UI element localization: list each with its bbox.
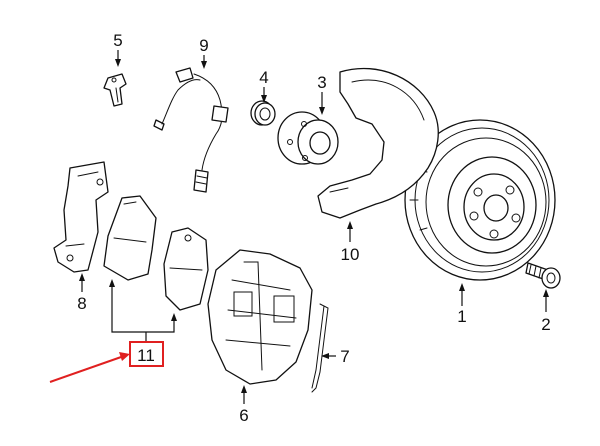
callout-4: 4: [259, 68, 268, 87]
callout-3: 3: [317, 73, 326, 92]
arrowhead-7: [321, 353, 329, 359]
callout-2: 2: [541, 315, 550, 334]
arrowhead-3: [319, 107, 325, 115]
highlight-arrow-shaft: [49, 355, 125, 383]
brake-rotor: [404, 119, 556, 281]
arrowhead-8: [79, 273, 85, 281]
callout-7: 7: [340, 347, 349, 366]
leader-11: [111, 282, 175, 342]
highlight-arrowhead: [119, 352, 130, 361]
arrowhead-10: [347, 221, 353, 229]
brake-pad-inner: [103, 195, 157, 281]
brake-pad-outer: [163, 227, 209, 311]
dust-shield: [317, 67, 439, 219]
callout-6: 6: [239, 406, 248, 425]
wheel-speed-sensor: [103, 73, 127, 107]
arrowhead-11a: [109, 279, 115, 287]
brake-hose: [153, 67, 229, 193]
arrowhead-11b: [171, 313, 177, 321]
callout-10: 10: [341, 245, 360, 264]
arrowhead-2: [543, 289, 549, 297]
callout-1: 1: [457, 307, 466, 326]
caliper-bracket: [53, 161, 109, 273]
brake-caliper: [207, 249, 313, 385]
callout-9: 9: [199, 36, 208, 55]
seal-ring: [250, 100, 276, 126]
arrowhead-5: [115, 59, 121, 67]
callout-8: 8: [77, 294, 86, 313]
spring-clip: [311, 303, 329, 393]
arrowhead-4: [261, 95, 267, 103]
wheel-hub: [277, 111, 339, 165]
callout-11: 11: [137, 346, 155, 365]
arrowhead-9: [201, 61, 207, 69]
arrowhead-6: [241, 385, 247, 393]
arrowhead-1: [459, 283, 465, 291]
rotor-bolt: [525, 262, 561, 289]
callout-5: 5: [113, 31, 122, 50]
